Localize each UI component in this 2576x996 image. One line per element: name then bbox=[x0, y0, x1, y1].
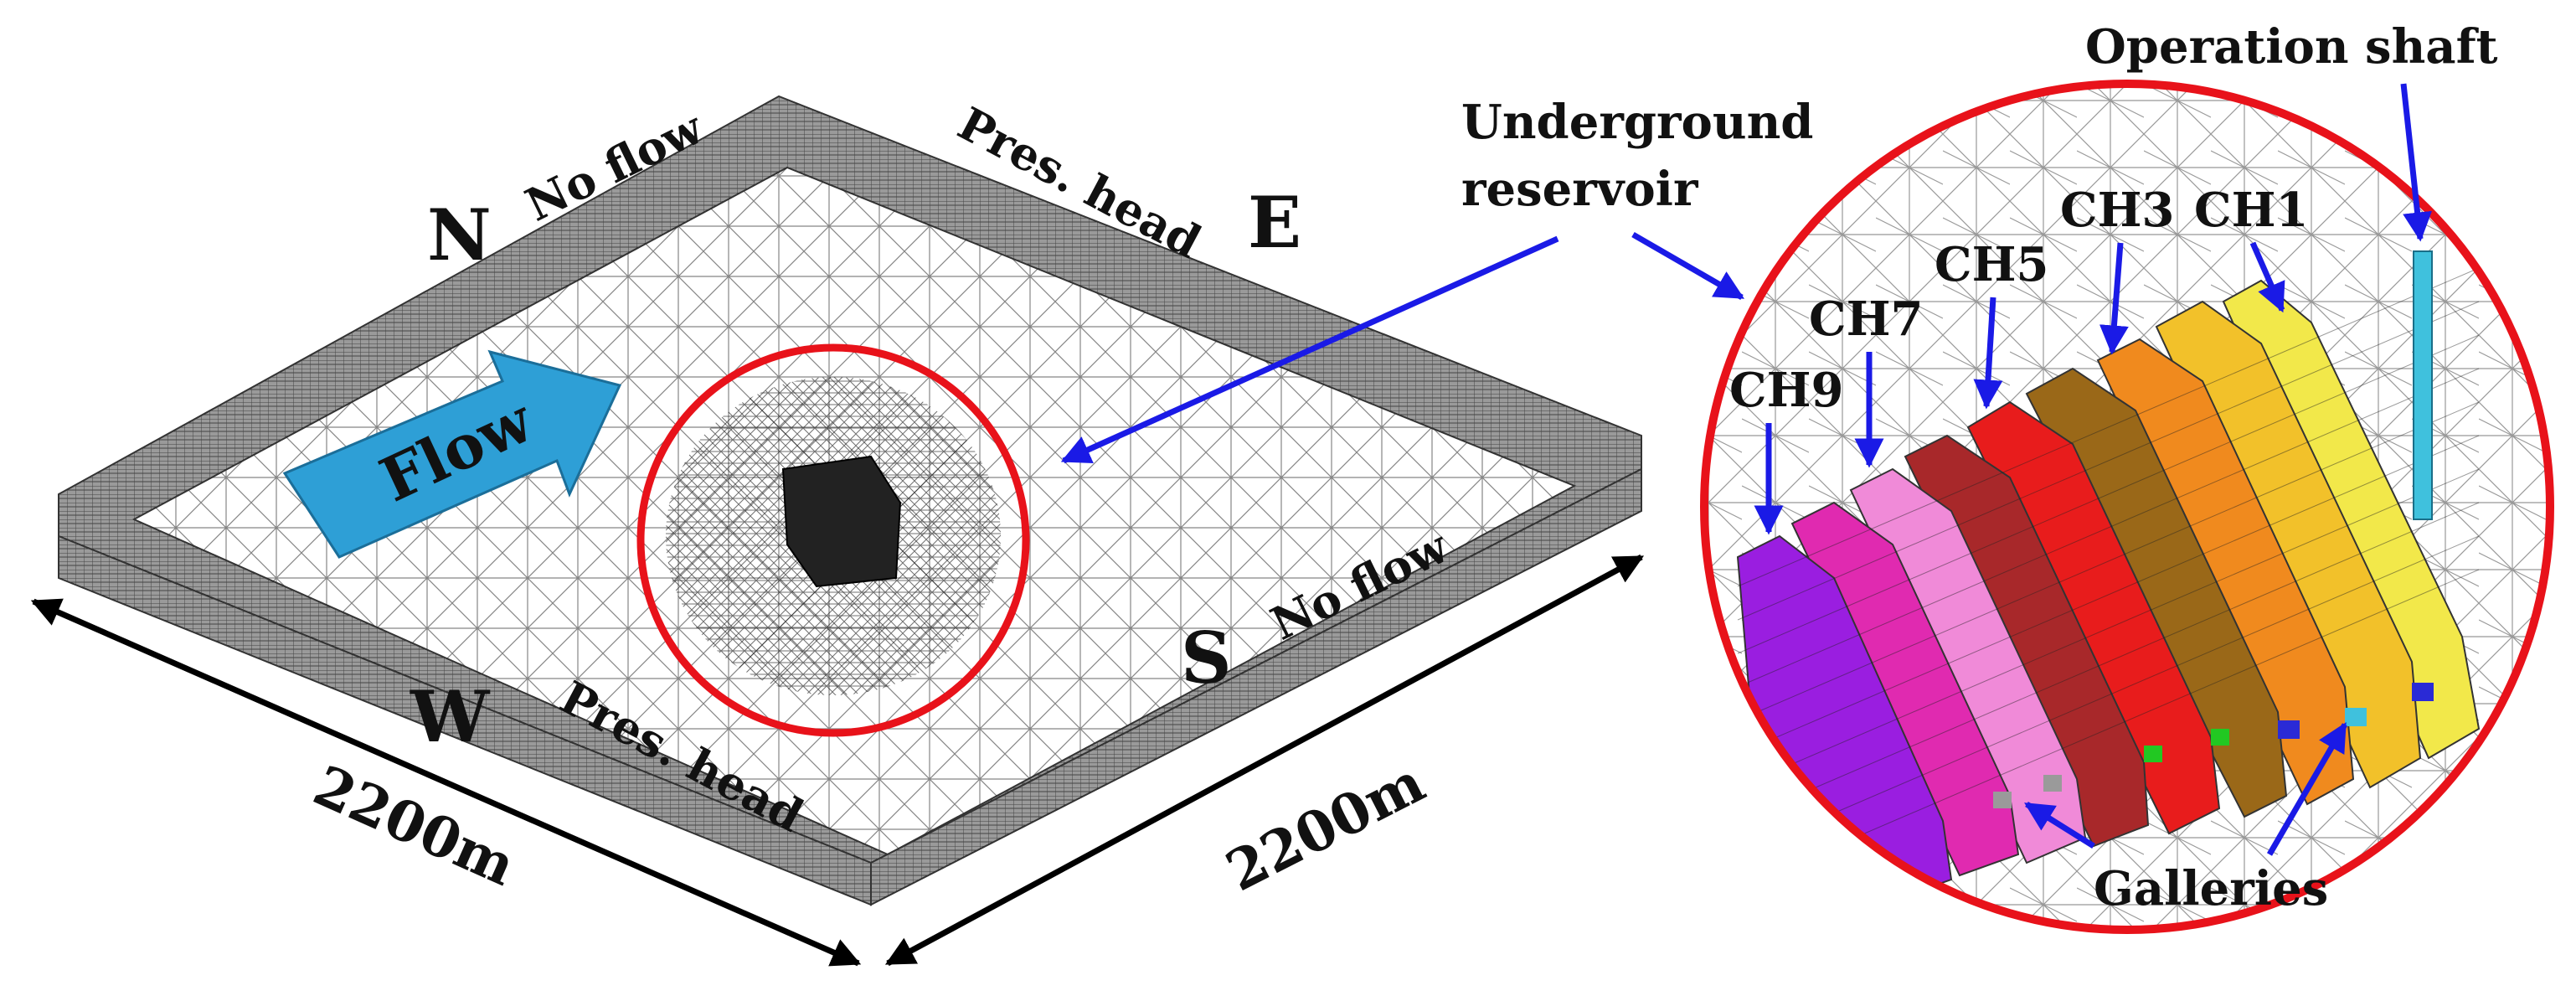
galleries-arrow-right bbox=[2266, 721, 2348, 856]
west-label: W bbox=[410, 675, 491, 758]
dimension-arrow-west bbox=[30, 598, 862, 967]
chamber-ch4 bbox=[2025, 367, 2288, 818]
underground-reservoir-label-line2: reservoir bbox=[1461, 162, 1699, 217]
gallery-block-6 bbox=[2043, 775, 2062, 792]
dimension-south-label: 2200m bbox=[1216, 750, 1435, 905]
dimension-west-label: 2200m bbox=[304, 752, 524, 898]
operation-shaft bbox=[2413, 250, 2433, 520]
operation-shaft-arrow bbox=[2400, 83, 2433, 242]
east-label: E bbox=[1248, 181, 1301, 264]
gallery-block-4 bbox=[2211, 729, 2229, 746]
galleries-arrow-left bbox=[2024, 802, 2095, 849]
ch1-label: CH1 bbox=[2194, 183, 2308, 238]
gallery-block-2 bbox=[2345, 708, 2367, 726]
ch5-arrow bbox=[1973, 297, 2003, 410]
ch3-label: CH3 bbox=[2060, 183, 2174, 238]
callout-arrow-to-zoom bbox=[1631, 231, 1745, 301]
galleries-label: Galleries bbox=[2094, 861, 2328, 916]
highlight-circle-zoom bbox=[1700, 80, 2554, 934]
north-label: N bbox=[427, 194, 492, 276]
ch1-arrow bbox=[2249, 241, 2285, 313]
chamber-grid bbox=[1737, 267, 2480, 889]
south-label: S bbox=[1181, 617, 1232, 699]
gallery-block-7 bbox=[1993, 792, 2012, 808]
operation-shaft-label: Operation shaft bbox=[2085, 19, 2498, 75]
gallery-block-5 bbox=[2144, 746, 2162, 762]
gallery-block-3 bbox=[2278, 720, 2300, 739]
ch9-label: CH9 bbox=[1729, 363, 1843, 418]
chamber-ch7 bbox=[1849, 467, 2087, 864]
ch5-label: CH5 bbox=[1935, 237, 2048, 292]
callout-arrow-to-domain bbox=[1060, 235, 1559, 464]
ch3-arrow bbox=[2099, 242, 2129, 355]
gallery-block-1 bbox=[2412, 683, 2434, 701]
zoom-view bbox=[1700, 80, 2554, 934]
dimension-arrow-south bbox=[884, 554, 1645, 967]
chamber-ch3 bbox=[2096, 338, 2355, 806]
ch7-label: CH7 bbox=[1809, 292, 1923, 347]
underground-reservoir-label-line1: Underground bbox=[1461, 95, 1813, 150]
